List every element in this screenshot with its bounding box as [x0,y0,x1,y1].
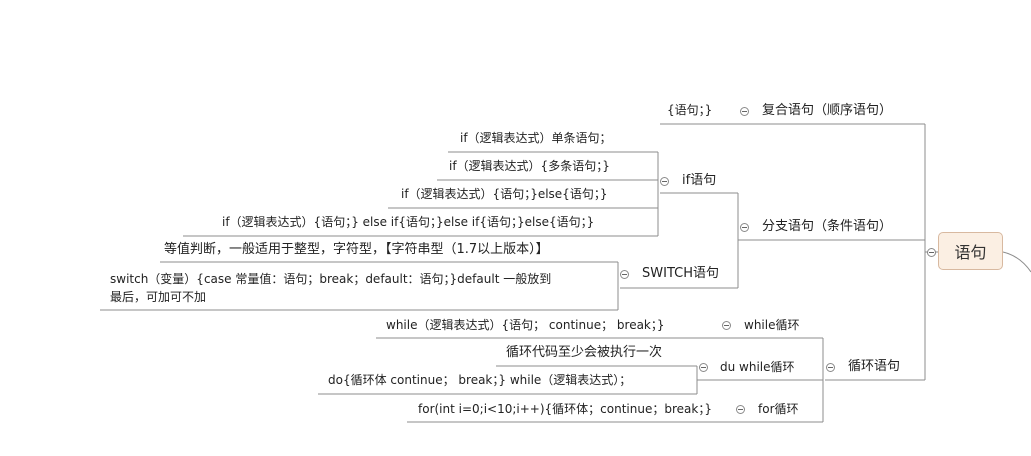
collapse-branch-toggle-icon[interactable] [740,223,749,232]
collapse-for-toggle-icon[interactable] [736,405,745,414]
if-statement-node[interactable]: if语句 [682,173,717,188]
branch-statement-node[interactable]: 分支语句（条件语句） [762,219,893,234]
switch-note-node[interactable]: 等值判断，一般适用于整型，字符型，【字符串型（1.7以上版本）】 [164,242,549,257]
collapse-loop-toggle-icon[interactable] [826,363,835,372]
collapse-switch-toggle-icon[interactable] [620,270,629,279]
for-detail-node[interactable]: for(int i=0;i<10;i++){循环体；continue；break… [418,402,712,416]
while-loop-node[interactable]: while循环 [744,318,800,332]
switch-statement-node[interactable]: SWITCH语句 [642,266,719,281]
do-while-loop-node[interactable]: du while循环 [720,360,795,374]
collapse-while-toggle-icon[interactable] [722,321,731,330]
for-loop-node[interactable]: for循环 [758,402,799,416]
root-node[interactable]: 语句 [938,232,1003,270]
do-while-note-node[interactable]: 循环代码至少会被执行一次 [506,345,663,360]
if-multi-node[interactable]: if（逻辑表达式）{多条语句；} [449,159,610,173]
if-else-node[interactable]: if（逻辑表达式）{语句；}else{语句；} [401,187,608,201]
collapse-do-while-toggle-icon[interactable] [699,363,708,372]
switch-syntax-line-2: 最后，可加可不加 [110,290,207,304]
compound-detail-node[interactable]: {语句；} [667,103,713,117]
switch-syntax-line-1: switch（变量）{case 常量值：语句；break；default：语句；… [110,272,552,286]
do-while-detail-node[interactable]: do{循环体 continue； break；} while（逻辑表达式）； [328,373,632,387]
collapse-compound-toggle-icon[interactable] [740,107,749,116]
compound-statement-node[interactable]: 复合语句（顺序语句） [762,103,893,118]
switch-syntax-node[interactable]: switch（变量）{case 常量值：语句；break；default：语句；… [110,270,551,306]
if-else-if-node[interactable]: if（逻辑表达式）{语句；} else if{语句；}else if{语句；}e… [222,215,595,229]
collapse-root-toggle-icon[interactable] [927,248,936,257]
if-single-node[interactable]: if（逻辑表达式）单条语句； [460,131,612,145]
loop-statement-node[interactable]: 循环语句 [848,359,901,374]
collapse-if-toggle-icon[interactable] [660,177,669,186]
while-detail-node[interactable]: while（逻辑表达式）{语句； continue； break；} [386,318,665,332]
